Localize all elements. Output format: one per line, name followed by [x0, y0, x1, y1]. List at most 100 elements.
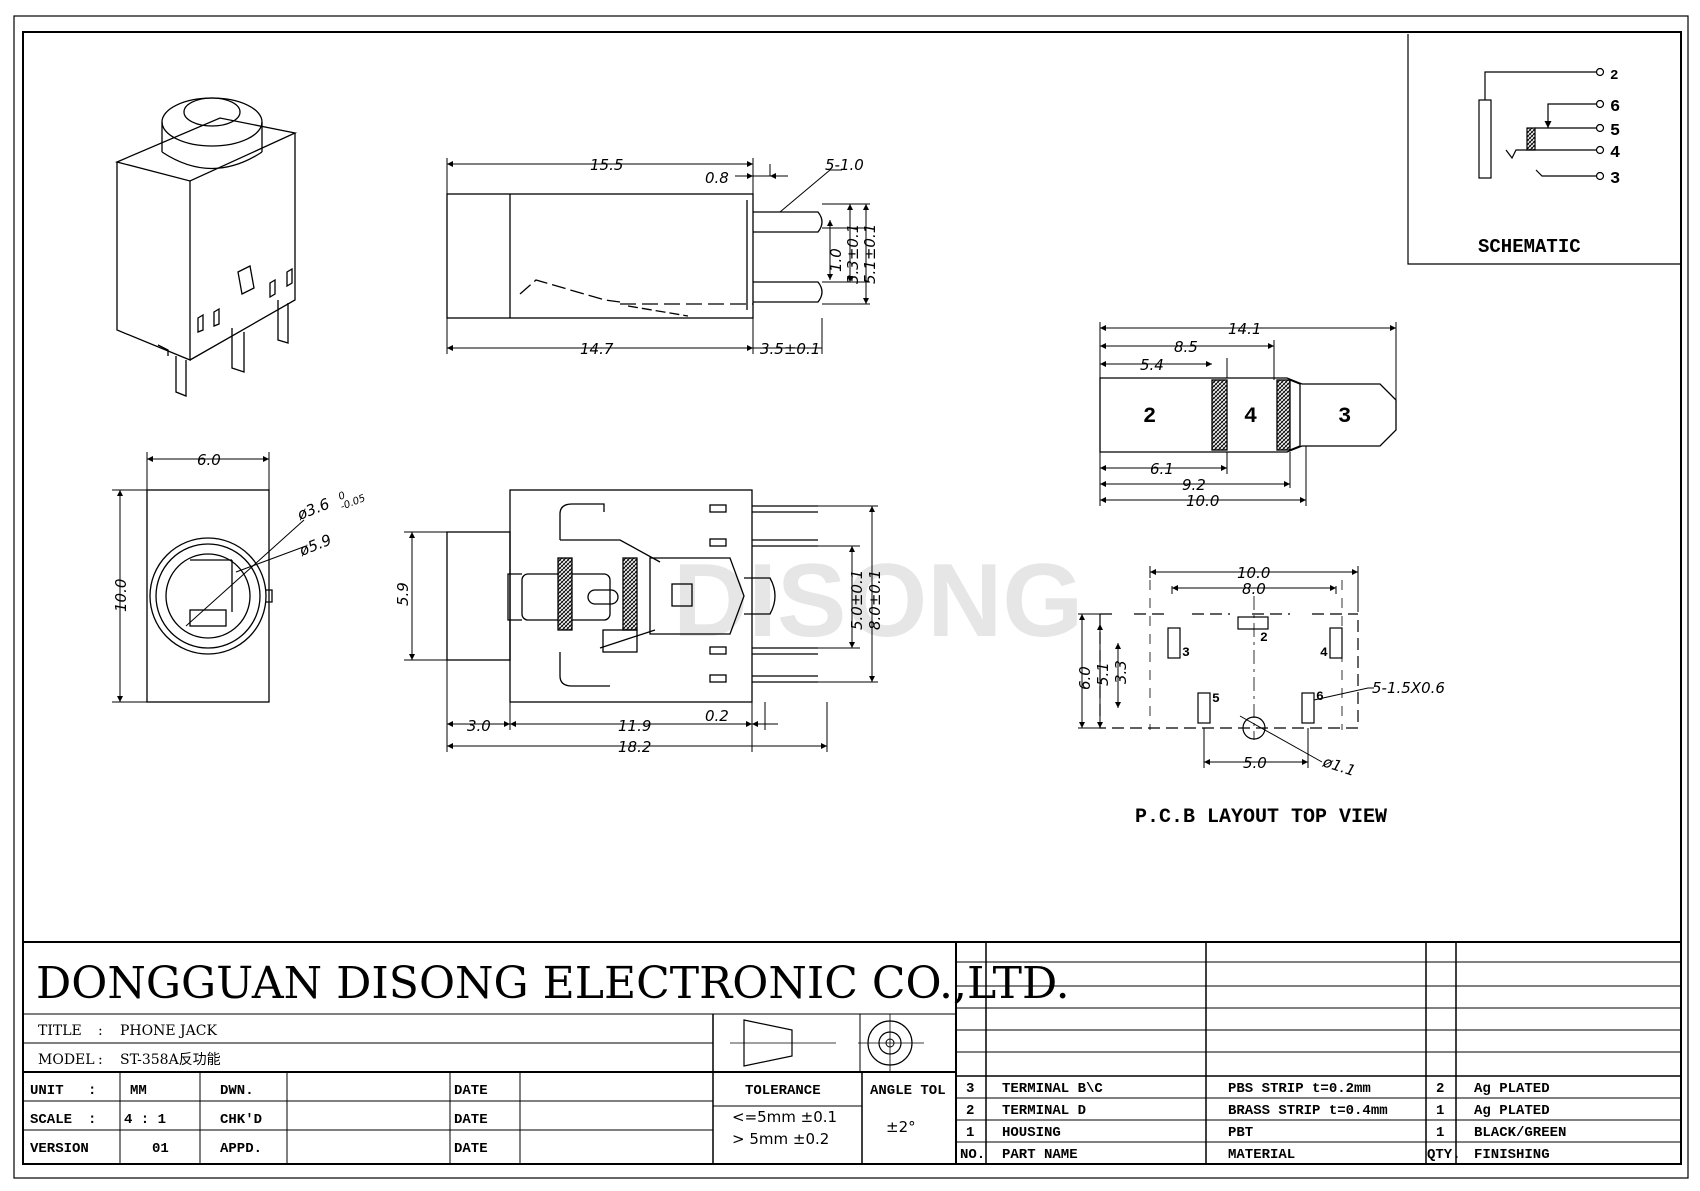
front-dim-outer: ø5.9	[296, 531, 334, 560]
side-dim-pin-length: 3.5±0.1	[760, 340, 820, 358]
plug-dim-8-5: 8.5	[1174, 338, 1198, 356]
top-dim-nose: 3.0	[467, 717, 491, 735]
plug-dim-10: 10.0	[1186, 492, 1219, 510]
schematic-pin-6: 6	[1610, 98, 1620, 117]
pcb-pin-6: 6	[1316, 689, 1324, 704]
chkd-label: CHK'D	[220, 1112, 262, 1128]
title-colon: :	[98, 1023, 103, 1039]
bom-row-1-qty: 1	[1436, 1125, 1444, 1141]
top-dim-total: 18.2	[618, 738, 651, 756]
appd-label: APPD.	[220, 1141, 262, 1157]
bom-row-2-finish: Ag PLATED	[1474, 1103, 1550, 1119]
schematic-pin-2: 2	[1610, 68, 1618, 84]
bom-row-3-qty: 2	[1436, 1081, 1444, 1097]
bom-row-1-no: 1	[966, 1125, 974, 1141]
plug-dim-9-2: 9.2	[1182, 476, 1206, 494]
top-dim-gap: 0.2	[705, 707, 729, 725]
title-value: PHONE JACK	[120, 1023, 217, 1039]
version-label: VERSION	[30, 1141, 89, 1157]
title-label: TITLE	[38, 1023, 82, 1039]
side-dim-length: 15.5	[590, 156, 623, 174]
plug-dim-6-1: 6.1	[1150, 460, 1174, 478]
bom-header-qty: QTY.	[1427, 1147, 1461, 1163]
pcb-pin-4: 4	[1320, 645, 1328, 660]
schematic-title: SCHEMATIC	[1478, 236, 1581, 258]
bom-row-1-material: PBT	[1228, 1125, 1253, 1141]
side-dim-body: 14.7	[580, 340, 614, 358]
top-view	[404, 489, 878, 752]
bom-row-1-part: HOUSING	[1002, 1125, 1061, 1141]
front-view	[112, 452, 307, 703]
bom-row-2-material: BRASS STRIP t=0.4mm	[1228, 1103, 1388, 1119]
top-dim-pin-span: 5.0±0.1	[848, 570, 866, 630]
schematic-pin-3: 3	[1610, 170, 1620, 189]
bom-row-2-no: 2	[966, 1103, 974, 1119]
sheet-border	[13, 15, 1689, 1179]
pcb-dim-3-3: 3.3	[1112, 660, 1130, 684]
pcb-dim-5-1: 5.1	[1094, 662, 1112, 686]
schematic	[1407, 34, 1680, 265]
schematic-pin-4: 4	[1610, 144, 1620, 163]
date-label-3: DATE	[454, 1141, 488, 1157]
date-label-1: DATE	[454, 1083, 488, 1099]
angle-tol-value: ±2°	[886, 1118, 916, 1136]
bom-header-no: NO.	[960, 1147, 985, 1163]
pcb-dim-10: 10.0	[1237, 564, 1270, 582]
side-dim-pin-h1: 3.3±0.1	[844, 224, 862, 284]
bom-header-part: PART NAME	[1002, 1147, 1078, 1163]
bom-row-3-part: TERMINAL B\C	[1002, 1081, 1103, 1097]
bom-row-3-no: 3	[966, 1081, 974, 1097]
side-dim-pin-h2: 5.1±0.1	[861, 224, 879, 284]
version-value: 01	[152, 1141, 169, 1157]
plug-segment-3: 3	[1338, 404, 1351, 429]
top-dim-outer-span: 8.0±0.1	[866, 570, 884, 630]
front-dim-height: 10.0	[112, 579, 130, 612]
pcb-layout	[1078, 566, 1374, 768]
tolerance-line-1: <=5mm ±0.1	[732, 1108, 837, 1126]
schematic-pin-5: 5	[1610, 122, 1620, 141]
front-dim-bore: ø3.6	[294, 495, 332, 524]
top-dim-body: 11.9	[618, 717, 651, 735]
date-label-2: DATE	[454, 1112, 488, 1128]
bom-header-material: MATERIAL	[1228, 1147, 1295, 1163]
pcb-pin-5: 5	[1212, 691, 1220, 706]
scale-label: SCALE	[30, 1112, 72, 1128]
plug-dim-5-4: 5.4	[1140, 356, 1164, 374]
tolerance-label: TOLERANCE	[745, 1083, 821, 1099]
pcb-title: P.C.B LAYOUT TOP VIEW	[1135, 806, 1387, 829]
title-block	[23, 941, 1681, 1164]
bom-row-1-finish: BLACK/GREEN	[1474, 1125, 1566, 1141]
front-dim-width: 6.0	[197, 451, 221, 469]
isometric-view	[114, 97, 298, 397]
tolerance-line-2: > 5mm ±0.2	[732, 1130, 829, 1148]
unit-colon: :	[88, 1083, 96, 1099]
angle-tol-label: ANGLE TOL	[870, 1083, 946, 1099]
plug-segment-2: 2	[1143, 404, 1156, 429]
model-colon: :	[98, 1052, 103, 1068]
dwn-label: DWN.	[220, 1083, 254, 1099]
company-name: DONGGUAN DISONG ELECTRONIC CO.,LTD.	[36, 958, 1070, 1009]
scale-colon: :	[88, 1112, 96, 1128]
bom-row-3-finish: Ag PLATED	[1474, 1081, 1550, 1097]
side-view	[446, 158, 870, 354]
pcb-dim-8: 8.0	[1242, 580, 1266, 598]
pcb-dim-hole: ø1.1	[1320, 752, 1358, 780]
bom-row-2-part: TERMINAL D	[1002, 1103, 1086, 1119]
model-value: ST-358A反功能	[120, 1052, 221, 1068]
pcb-pin-3: 3	[1182, 645, 1190, 660]
scale-value: 4 : 1	[124, 1112, 166, 1128]
plug-view	[1099, 322, 1397, 506]
pcb-dim-slots: 5-1.5X0.6	[1372, 679, 1445, 697]
unit-label: UNIT	[30, 1083, 64, 1099]
plug-segment-4: 4	[1244, 404, 1257, 429]
front-dim-bore-tol-upper: 0	[337, 490, 347, 503]
top-dim-height: 5.9	[394, 582, 412, 606]
watermark: DISONG	[673, 543, 1083, 659]
side-dim-pin-width: 1.0	[827, 248, 845, 272]
side-dim-offset: 0.8	[705, 169, 729, 187]
bom-header-finish: FINISHING	[1474, 1147, 1550, 1163]
pcb-pin-2: 2	[1260, 630, 1268, 645]
unit-value: MM	[130, 1083, 147, 1099]
side-dim-pins: 5-1.0	[825, 156, 864, 174]
